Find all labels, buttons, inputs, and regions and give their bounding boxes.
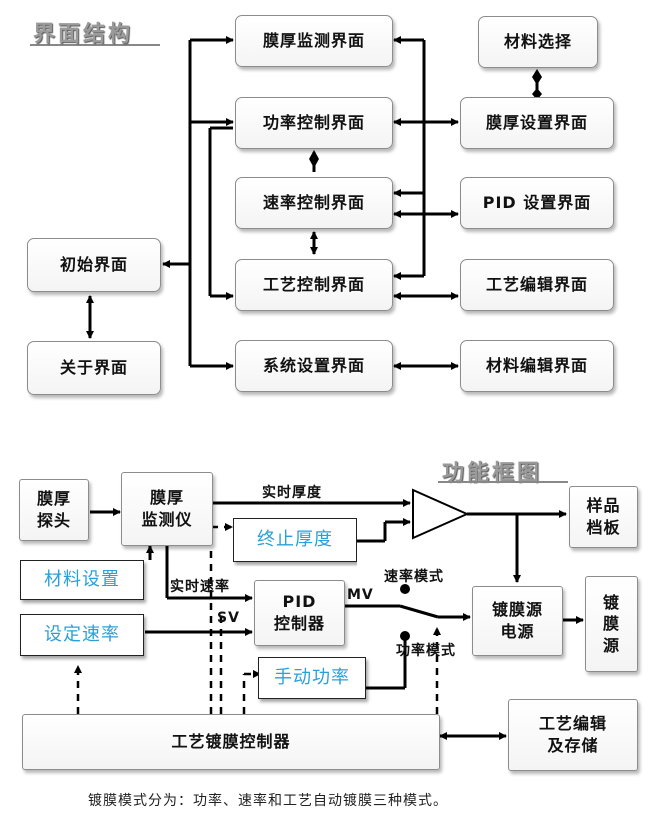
material-edit-screen: 材料编辑界面 bbox=[460, 340, 614, 392]
manual-power-input: 手动功率 bbox=[258, 657, 366, 699]
sample-shutter: 样品 档板 bbox=[569, 486, 638, 548]
coating-power-supply: 镀膜源 电源 bbox=[472, 586, 563, 656]
power-control-screen: 功率控制界面 bbox=[235, 97, 393, 149]
about-screen: 关于界面 bbox=[27, 341, 161, 395]
material-settings-input: 材料设置 bbox=[20, 560, 144, 600]
rate-mode-label: 速率模式 bbox=[384, 569, 444, 585]
rate-control-screen: 速率控制界面 bbox=[235, 177, 393, 229]
film-monitor-screen: 膜厚监测界面 bbox=[235, 15, 393, 67]
system-settings-screen: 系统设置界面 bbox=[235, 340, 393, 392]
set-rate-input: 设定速率 bbox=[20, 614, 144, 656]
pid-settings-screen: PID 设置界面 bbox=[460, 177, 614, 229]
caption: 镀膜模式分为：功率、速率和工艺自动镀膜三种模式。 bbox=[88, 793, 448, 809]
realtime-thickness-label: 实时厚度 bbox=[262, 485, 322, 501]
thickness-monitor: 膜厚 监测仪 bbox=[121, 472, 213, 546]
power-mode-label: 功率模式 bbox=[396, 643, 456, 659]
material-select-screen: 材料选择 bbox=[478, 16, 598, 68]
mv-label: MV bbox=[347, 587, 374, 603]
coating-source: 镀 膜 源 bbox=[585, 576, 638, 672]
process-edit-storage: 工艺编辑 及存储 bbox=[508, 699, 638, 771]
process-control-screen: 工艺控制界面 bbox=[235, 259, 393, 311]
film-probe: 膜厚 探头 bbox=[19, 479, 89, 541]
thickness-settings-screen: 膜厚设置界面 bbox=[460, 97, 614, 149]
structure-title: 界面结构 bbox=[33, 22, 134, 47]
initial-screen: 初始界面 bbox=[27, 238, 161, 292]
realtime-rate-label: 实时速率 bbox=[170, 579, 230, 595]
stop-thickness-input: 终止厚度 bbox=[233, 518, 357, 562]
process-coating-controller: 工艺镀膜控制器 bbox=[22, 714, 440, 770]
process-edit-screen: 工艺编辑界面 bbox=[460, 259, 614, 311]
function-title: 功能框图 bbox=[442, 461, 543, 486]
pid-controller: PID 控制器 bbox=[254, 580, 345, 646]
sv-label: SV bbox=[217, 610, 240, 626]
